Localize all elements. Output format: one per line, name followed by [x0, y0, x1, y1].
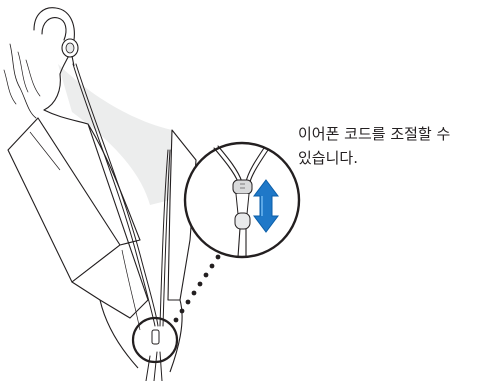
- caption-line-1: 이어폰 코드를 조절할 수: [298, 122, 498, 146]
- magnified-cable-detail: [185, 143, 299, 257]
- caption-line-2: 있습니다.: [298, 146, 498, 170]
- callout-caption: 이어폰 코드를 조절할 수 있습니다.: [298, 122, 498, 170]
- earbud-icon: [62, 39, 78, 66]
